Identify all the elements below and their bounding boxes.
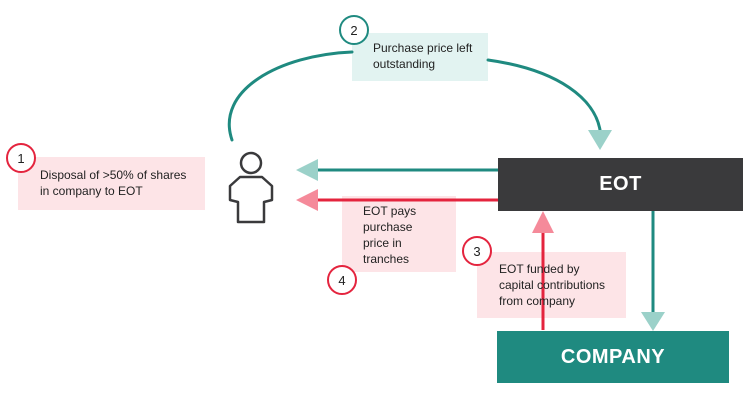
step-3-line: from company <box>499 294 576 308</box>
step-2-line: Purchase price left <box>373 41 473 55</box>
step-2-line: outstanding <box>373 57 436 71</box>
funding-arrow-head <box>532 211 554 233</box>
step-3-line: capital contributions <box>499 278 606 292</box>
step-2-number: 2 <box>339 15 369 45</box>
step-4-line: tranches <box>363 252 410 266</box>
curved-connector <box>227 50 602 142</box>
step-4-line: purchase <box>363 220 413 234</box>
step-4-line: EOT pays <box>363 204 417 218</box>
teal-arrow-head <box>296 159 318 181</box>
company-box: COMPANY <box>497 331 729 383</box>
step-1-line: in company to EOT <box>40 184 143 198</box>
eot-company-arrow-head <box>641 312 665 331</box>
step-1-label-bg <box>18 157 205 210</box>
curved-arrow-head <box>588 130 612 150</box>
person-icon <box>228 151 274 224</box>
step-4-line: price in <box>363 236 402 250</box>
step-4-number: 4 <box>327 265 357 295</box>
step-2-label: Purchase price left outstanding <box>373 40 472 72</box>
step-3-line: EOT funded by <box>499 262 580 276</box>
step-1-line: Disposal of >50% of shares <box>40 168 187 182</box>
eot-label: EOT <box>599 173 642 195</box>
step-4-label-bg <box>342 196 456 272</box>
step-2-label-bg <box>352 33 488 81</box>
red-arrow-head <box>296 189 318 211</box>
step-4-label: EOT pays purchase price in tranches <box>363 203 416 267</box>
step-3-label-bg <box>477 252 626 318</box>
step-3-number: 3 <box>462 236 492 266</box>
step-3-label: EOT funded by capital contributions from… <box>499 261 605 309</box>
company-label: COMPANY <box>560 345 666 368</box>
step-1-number: 1 <box>6 143 36 173</box>
step-1-label: Disposal of >50% of shares in company to… <box>40 167 186 199</box>
eot-box: EOT <box>498 158 743 211</box>
